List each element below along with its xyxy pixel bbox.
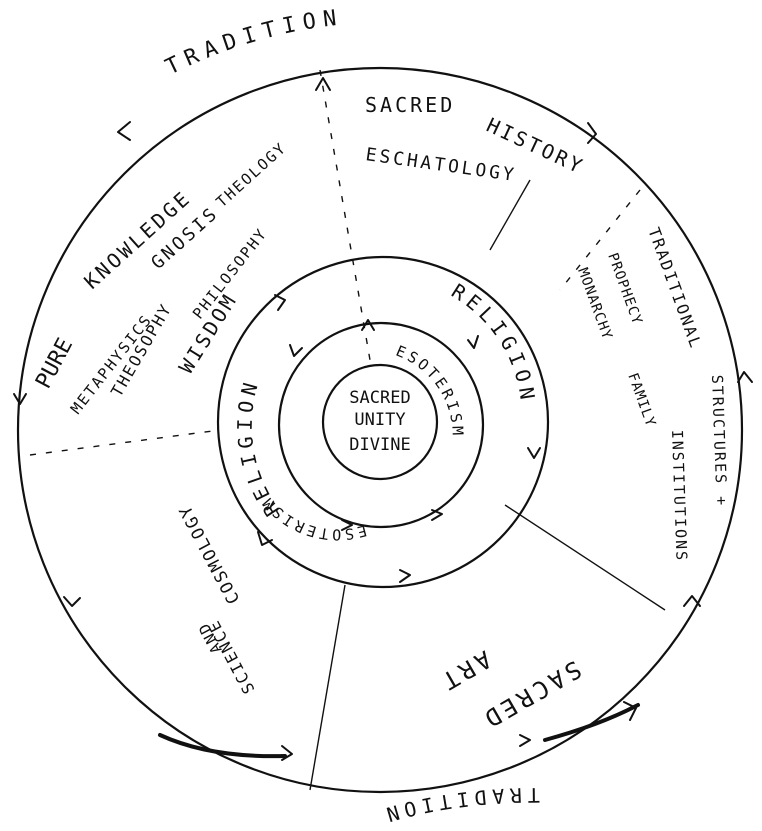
center-divine: DIVINE <box>349 435 410 455</box>
esoterism-arrow-right <box>467 335 479 349</box>
center-sacred: SACRED <box>349 388 410 408</box>
religion-arrow-bottom <box>399 569 411 583</box>
esoterism-arrow-bottom <box>431 509 443 521</box>
label-cosmology: COSMOLOGY <box>175 500 244 607</box>
religion-arrow-left <box>274 294 286 311</box>
tradition-top-label: TRADITION <box>162 5 345 80</box>
outer-arrow-bottom-left <box>281 745 293 761</box>
divider-left <box>29 429 221 456</box>
label-art: ART <box>434 645 496 697</box>
religion-ring-outer <box>216 255 550 589</box>
center-ring <box>321 363 439 481</box>
label-theology: THEOLOGY <box>213 139 291 211</box>
religion-arrow-lower-left <box>257 531 273 546</box>
label-family: FAMILY <box>624 371 658 430</box>
divider-bottom <box>309 584 346 791</box>
label-eschatology: ESCHATOLOGY <box>364 144 518 186</box>
divider-right-upper <box>559 189 641 291</box>
label-sacred-history-1: SACRED <box>365 93 455 117</box>
divider-lower-right <box>504 504 666 611</box>
divider-top <box>319 69 371 361</box>
outer-arrow-left-lower <box>63 596 81 607</box>
label-institutions: INSTITUTIONS <box>668 430 691 563</box>
bottom-right-bold-arc <box>543 703 640 742</box>
outer-arrow-top-right <box>587 122 597 144</box>
esoterism-arrow-left <box>289 344 303 357</box>
religion-arrow-right <box>527 447 541 459</box>
bottom-arrow-right <box>519 734 531 747</box>
label-monarchy: MONARCHY <box>574 266 615 342</box>
bottom-left-bold-arc <box>158 733 287 759</box>
esoterism-ring <box>277 321 485 529</box>
esoterism-arrow-lower-left <box>341 519 353 531</box>
label-traditional: TRADITIONAL <box>644 225 706 352</box>
outer-ring <box>16 66 744 794</box>
label-pure: PURE <box>31 334 78 393</box>
center-arrow-up <box>361 319 375 331</box>
divider-upper-right <box>489 179 531 251</box>
label-prophecy: PROPHECY <box>604 251 645 327</box>
outer-arrow-right-lower <box>683 595 701 607</box>
tradition-bottom-label: TRADITION <box>378 783 540 828</box>
outer-arrow-left <box>13 393 27 405</box>
outer-arrow-right <box>737 371 753 383</box>
outer-arrow-top-left <box>117 121 131 141</box>
label-structures: STRUCTURES + <box>708 375 731 508</box>
center-unity: UNITY <box>354 410 405 430</box>
divider-arrow-up <box>315 77 331 91</box>
